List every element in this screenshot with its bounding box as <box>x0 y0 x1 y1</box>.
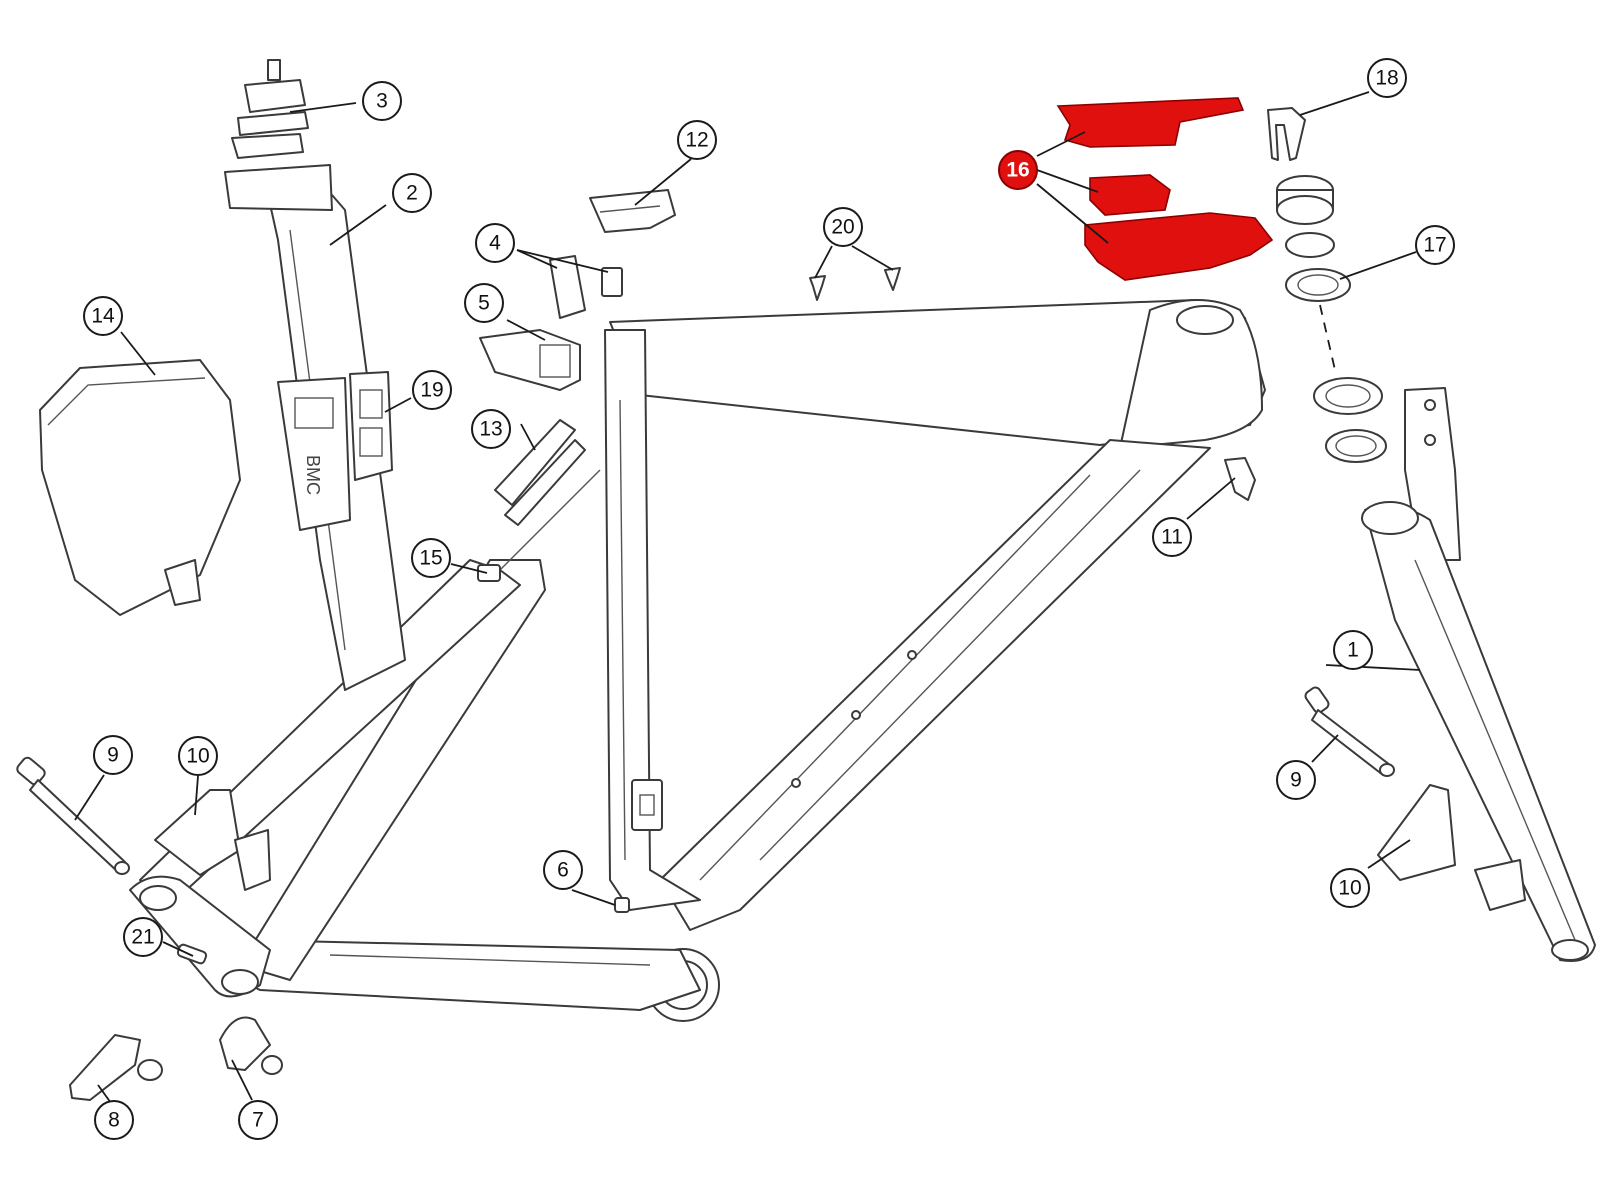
lower-bearing <box>1313 377 1383 415</box>
callout-label: 12 <box>685 129 708 152</box>
seat-tube <box>604 329 701 911</box>
callout-label: 8 <box>108 1109 120 1132</box>
callout: 17 <box>1415 225 1455 265</box>
callout: 8 <box>94 1100 134 1140</box>
headset-bearing <box>1285 268 1351 302</box>
storage-box <box>39 359 241 616</box>
callout-label: 2 <box>406 182 418 205</box>
callout: 20 <box>823 207 863 247</box>
brand-label: BMC <box>303 455 323 495</box>
saddle-clamp <box>231 59 309 159</box>
callout-label: 1 <box>1347 639 1359 662</box>
callout-label: 7 <box>252 1109 264 1132</box>
callout-label: 17 <box>1423 234 1446 257</box>
callout: 12 <box>677 120 717 160</box>
callout-label: 10 <box>186 745 209 768</box>
callout: 10 <box>178 736 218 776</box>
cable-port-cover <box>589 189 676 233</box>
brake-adapter-front <box>1377 784 1456 881</box>
fork-blade <box>1364 505 1596 962</box>
frame-bumper <box>494 419 576 506</box>
callout-highlighted: 16 <box>998 150 1038 190</box>
callout-label: 21 <box>131 926 154 949</box>
top-tube-cover-lower <box>1084 212 1274 281</box>
head-tube-opening <box>1176 305 1234 335</box>
brake-adapter-rear <box>154 789 241 876</box>
seat-stay-bolt <box>477 564 501 582</box>
callout-label: 18 <box>1375 67 1398 90</box>
crown-race <box>1325 429 1387 463</box>
cable-guide-clip <box>549 255 586 319</box>
callout-label: 11 <box>1161 526 1183 549</box>
callout-label: 19 <box>420 379 443 402</box>
leader-lines <box>74 91 1421 1111</box>
head-tube-junction <box>1119 299 1263 449</box>
headset-parts <box>1267 107 1387 463</box>
callout-label: 20 <box>831 216 854 239</box>
seat-tube-insert <box>277 377 351 531</box>
callout: 6 <box>543 850 583 890</box>
callout-label: 15 <box>419 547 442 570</box>
top-tube-cover <box>479 329 581 391</box>
derailleur-hanger-7 <box>219 1016 271 1071</box>
callout: 13 <box>471 409 511 449</box>
bottle-mount <box>631 779 663 831</box>
seatpost-head <box>224 164 333 211</box>
fork <box>1361 387 1596 962</box>
callout: 9 <box>93 735 133 775</box>
main-frame <box>129 299 1266 1022</box>
callout: 9 <box>1276 760 1316 800</box>
thru-axle-front <box>1304 686 1395 777</box>
top-tube-cover-middle <box>1089 174 1171 216</box>
thru-axle-rear <box>16 756 130 875</box>
callout: 15 <box>411 538 451 578</box>
derailleur-hanger-8 <box>69 1034 141 1101</box>
compression-cap <box>1267 107 1306 161</box>
callout-label: 3 <box>376 90 388 113</box>
callout: 21 <box>123 917 163 957</box>
callout: 14 <box>83 296 123 336</box>
top-tube-cover-upper <box>1056 97 1245 148</box>
headset-spacer-a <box>1285 232 1335 258</box>
callout-label: 6 <box>557 859 569 882</box>
callout-label: 5 <box>478 292 490 315</box>
callout: 3 <box>362 81 402 121</box>
down-tube <box>659 439 1211 931</box>
callout-label: 4 <box>489 232 501 255</box>
down-tube-port <box>1224 457 1256 501</box>
callout: 7 <box>238 1100 278 1140</box>
seatpost-assembly: BMC <box>224 59 406 691</box>
bb-bolt <box>614 897 630 913</box>
highlighted-cover-set <box>1056 97 1274 281</box>
callout-label: 9 <box>107 744 119 767</box>
callout-label: 16 <box>1006 159 1029 182</box>
callout-label: 13 <box>479 418 502 441</box>
bottle-screws <box>809 267 901 301</box>
callout-label: 14 <box>91 305 115 328</box>
callout: 1 <box>1333 630 1373 670</box>
callout: 2 <box>392 173 432 213</box>
callout: 11 <box>1152 517 1192 557</box>
callout: 19 <box>412 370 452 410</box>
callout-label: 10 <box>1338 877 1361 900</box>
callout: 10 <box>1330 868 1370 908</box>
callout: 5 <box>464 283 504 323</box>
fork-dropout <box>1474 859 1526 911</box>
callout-label: 9 <box>1290 769 1302 792</box>
callout: 18 <box>1367 58 1407 98</box>
callout: 4 <box>475 223 515 263</box>
